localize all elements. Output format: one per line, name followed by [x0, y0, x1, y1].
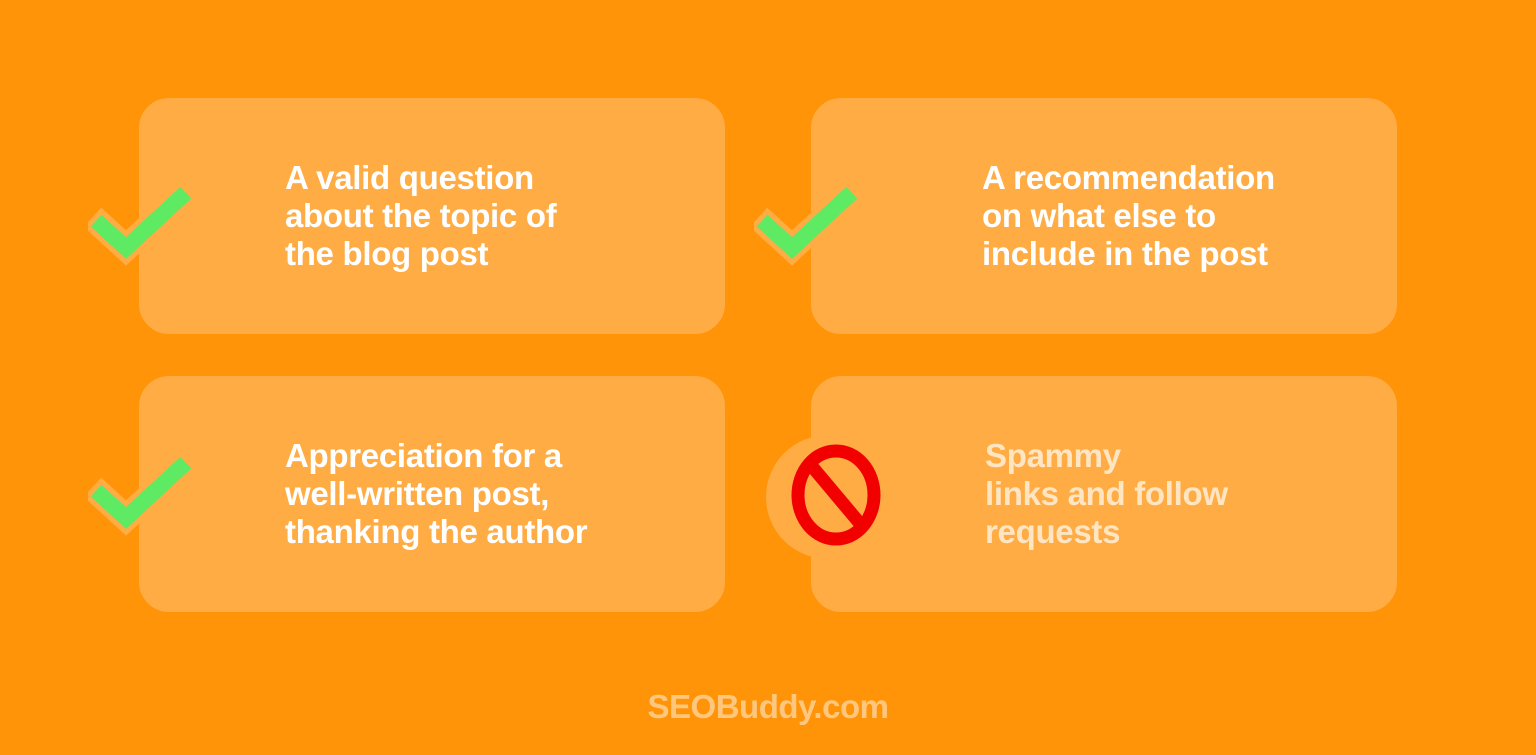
card-text: Appreciation for a well-written post, th…: [285, 437, 588, 550]
card-valid-question: A valid question about the topic of the …: [139, 98, 725, 334]
card-appreciation: Appreciation for a well-written post, th…: [139, 376, 725, 612]
brand-footer: SEOBuddy.com: [647, 688, 889, 725]
card-text: A recommendation on what else to include…: [982, 159, 1275, 272]
check-icon: [83, 179, 199, 275]
card-text: Spammy links and follow requests: [985, 437, 1228, 550]
check-icon: [749, 179, 865, 275]
card-spammy-links: Spammy links and follow requests: [811, 376, 1397, 612]
prohibited-icon: [763, 432, 893, 567]
card-recommendation: A recommendation on what else to include…: [811, 98, 1397, 334]
check-icon: [83, 449, 199, 545]
card-text: A valid question about the topic of the …: [285, 159, 557, 272]
